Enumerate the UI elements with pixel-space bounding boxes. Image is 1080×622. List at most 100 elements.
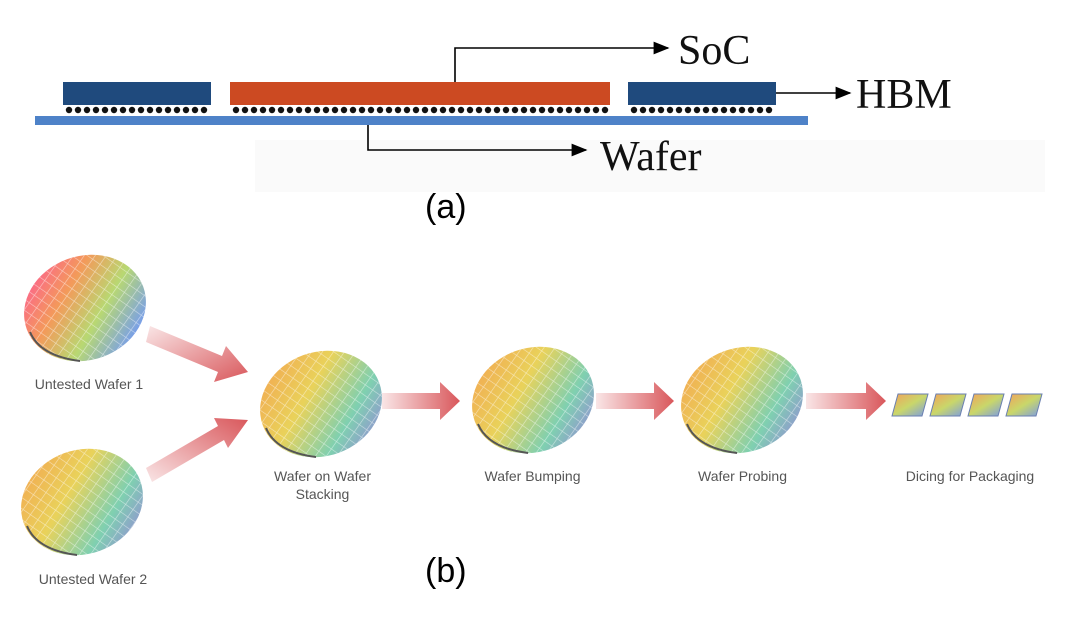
wafer-bar — [35, 116, 808, 125]
bump — [657, 106, 665, 114]
bump — [484, 106, 492, 114]
bump — [137, 106, 145, 114]
bump — [765, 106, 773, 114]
bump — [191, 106, 199, 114]
bump — [146, 106, 154, 114]
bump — [358, 106, 366, 114]
bump — [250, 106, 258, 114]
label-wafer-probing: Wafer Probing — [698, 468, 787, 484]
bump — [475, 106, 483, 114]
bump — [119, 106, 127, 114]
bump — [666, 106, 674, 114]
bump — [101, 106, 109, 114]
bump — [367, 106, 375, 114]
bump — [493, 106, 501, 114]
bump — [684, 106, 692, 114]
caption-a: (a) — [425, 188, 467, 226]
bump — [556, 106, 564, 114]
bump — [173, 106, 181, 114]
bump — [421, 106, 429, 114]
soc-label: SoC — [678, 28, 750, 74]
bump — [648, 106, 656, 114]
bump — [756, 106, 764, 114]
bump — [702, 106, 710, 114]
bump — [65, 106, 73, 114]
bump — [349, 106, 357, 114]
bump — [592, 106, 600, 114]
arrow-wafer2-to-stack — [146, 418, 248, 482]
soc-leader-arrow — [454, 41, 670, 82]
label-dicing: Dicing for Packaging — [905, 468, 1035, 484]
bump — [583, 106, 591, 114]
arrow-probing-to-dicing — [806, 382, 886, 420]
bump — [412, 106, 420, 114]
wafer-icon-stacked — [260, 350, 382, 458]
hbm-die-left — [63, 82, 211, 105]
panel-a-shadow — [255, 140, 1045, 192]
bump — [322, 106, 330, 114]
bump — [74, 106, 82, 114]
diced-chips-icon — [891, 393, 1043, 417]
bump — [747, 106, 755, 114]
bump — [259, 106, 267, 114]
wafer-icon-probed — [681, 346, 803, 454]
bump — [110, 106, 118, 114]
panel-a-diagram: SoC HBM Wafer — [35, 28, 1045, 192]
soc-die — [230, 82, 610, 105]
bump — [565, 106, 573, 114]
bump — [403, 106, 411, 114]
bump — [155, 106, 163, 114]
arrow-wafer1-to-stack — [146, 326, 248, 382]
arrow-stack-to-bumping — [382, 382, 460, 420]
bump — [529, 106, 537, 114]
bump — [92, 106, 100, 114]
bump — [286, 106, 294, 114]
bump — [128, 106, 136, 114]
bump — [538, 106, 546, 114]
bump — [331, 106, 339, 114]
bump — [520, 106, 528, 114]
bump — [675, 106, 683, 114]
wafer-icon-untested-1 — [24, 254, 146, 362]
bump — [232, 106, 240, 114]
label-wafer-stacking: Wafer on Wafer Stacking — [274, 468, 371, 502]
bump — [457, 106, 465, 114]
bump — [340, 106, 348, 114]
label-untested-wafer-2: Untested Wafer 2 — [38, 571, 148, 587]
bump — [738, 106, 746, 114]
bump — [502, 106, 510, 114]
bump — [385, 106, 393, 114]
wafer-icon-untested-2 — [21, 448, 143, 556]
bump — [200, 106, 208, 114]
bump — [448, 106, 456, 114]
bump — [639, 106, 647, 114]
bump — [439, 106, 447, 114]
wafer-icon-bumped — [472, 346, 594, 454]
hbm-label: HBM — [856, 72, 952, 118]
arrow-bumping-to-probing — [596, 382, 674, 420]
label-wafer-bumping: Wafer Bumping — [484, 468, 581, 484]
bump — [720, 106, 728, 114]
bump — [295, 106, 303, 114]
bump — [313, 106, 321, 114]
bump — [241, 106, 249, 114]
bump — [729, 106, 737, 114]
panel-b-diagram — [21, 254, 1043, 556]
caption-b: (b) — [425, 552, 467, 590]
bump — [630, 106, 638, 114]
bump — [466, 106, 474, 114]
label-untested-wafer-1: Untested Wafer 1 — [34, 376, 144, 392]
bump — [430, 106, 438, 114]
bump — [574, 106, 582, 114]
wafer-leader-arrow — [367, 125, 588, 157]
bump — [376, 106, 384, 114]
wafer-label: Wafer — [600, 134, 702, 180]
bump — [268, 106, 276, 114]
bump — [182, 106, 190, 114]
bump — [83, 106, 91, 114]
micro-bumps — [65, 106, 773, 114]
bump — [164, 106, 172, 114]
bump — [394, 106, 402, 114]
